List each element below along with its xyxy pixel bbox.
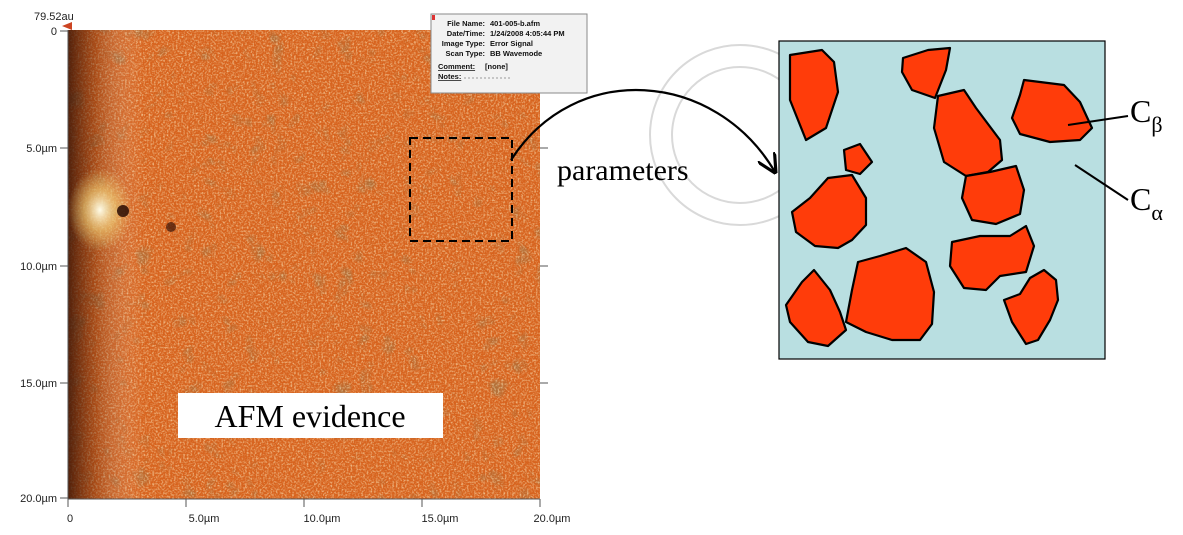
x-tick-label: 10.0µm	[304, 513, 341, 525]
info-scan-type: BB Wavemode	[490, 49, 542, 58]
x-tick-label: 0	[67, 513, 73, 525]
info-box-frame	[430, 13, 588, 94]
parameter-arrow: parameters	[510, 89, 775, 187]
curved-arrow	[510, 89, 775, 172]
alpha-label-base: C	[1130, 181, 1151, 217]
alpha-leader-line	[1074, 164, 1129, 201]
info-scan-type-label: Scan Type:	[446, 49, 485, 58]
y-tick-label: 10.0µm	[20, 261, 57, 273]
info-image-type-label: Image Type:	[442, 39, 485, 48]
beta-label-sub: β	[1151, 112, 1162, 137]
beta-particle	[842, 142, 874, 176]
x-tick-label: 20.0µm	[534, 513, 571, 525]
info-file-name: 401-005-b.afm	[490, 19, 540, 28]
parameters-label: parameters	[557, 154, 689, 187]
beta-particle	[1002, 268, 1060, 346]
x-axis-ticks: 0 5.0µm 10.0µm 15.0µm 20.0µm	[67, 499, 571, 525]
y-tick-label: 5.0µm	[26, 143, 57, 155]
alpha-label-sub: α	[1151, 200, 1163, 225]
max-height-label: 79.52au	[34, 11, 74, 23]
x-tick-label: 15.0µm	[422, 513, 459, 525]
info-date: 1/24/2008 4:05:44 PM	[490, 29, 565, 38]
alpha-phase-label: Cα	[1130, 181, 1163, 225]
info-comment: [none]	[485, 62, 508, 71]
beta-phase-label: Cβ	[1130, 93, 1163, 137]
beta-particle	[1010, 78, 1094, 144]
beta-label-base: C	[1130, 93, 1151, 129]
beta-particle	[844, 246, 936, 342]
beta-particle	[900, 46, 952, 100]
y-axis-ticks: 0 5.0µm 10.0µm 15.0µm 20.0µm	[20, 26, 548, 505]
beta-particle	[788, 48, 840, 142]
afm-selection-box	[409, 137, 513, 242]
caption-text: AFM evidence	[214, 398, 405, 434]
beta-particle	[960, 164, 1026, 226]
height-marker-icon	[62, 22, 72, 30]
x-tick-label: 5.0µm	[189, 513, 220, 525]
beta-leader-line	[1067, 115, 1129, 126]
afm-dark-pit	[117, 205, 129, 217]
afm-axes: 0 5.0µm 10.0µm 15.0µm 20.0µm 0 5.0µm 10.…	[20, 11, 570, 525]
beta-particle	[790, 173, 868, 250]
phase-schematic: Cβ Cα	[778, 40, 1163, 360]
y-tick-label: 0	[51, 26, 57, 38]
y-tick-label: 15.0µm	[20, 378, 57, 390]
info-box-corner-mark	[432, 15, 435, 20]
info-notes-label: Notes:	[438, 72, 461, 81]
afm-dark-pit	[166, 222, 176, 232]
beta-particle	[948, 224, 1036, 292]
afm-caption: AFM evidence	[178, 393, 443, 438]
afm-bright-spot	[68, 168, 132, 252]
info-image-type: Error Signal	[490, 39, 533, 48]
info-date-label: Date/Time:	[447, 29, 485, 38]
afm-info-box: File Name: 401-005-b.afm Date/Time: 1/24…	[430, 13, 588, 94]
info-comment-label: Comment:	[438, 62, 475, 71]
y-tick-label: 20.0µm	[20, 493, 57, 505]
beta-particle	[784, 268, 848, 348]
beta-particle	[932, 88, 1004, 178]
caption-background	[178, 393, 443, 438]
info-file-name-label: File Name:	[447, 19, 485, 28]
